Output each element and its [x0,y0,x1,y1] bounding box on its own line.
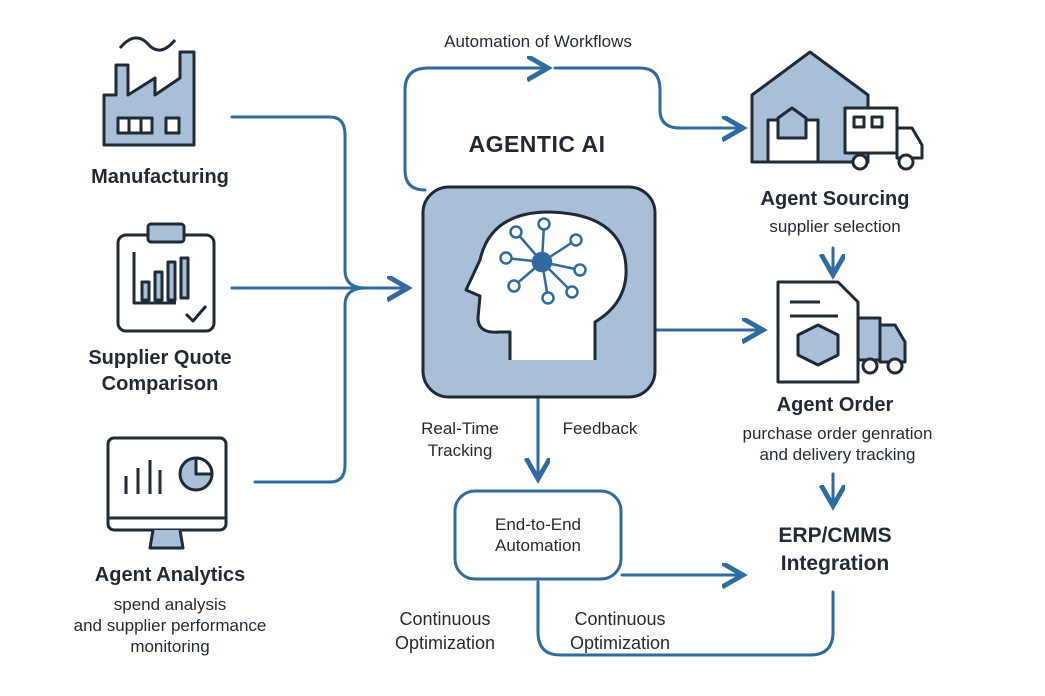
monitor-analytics-icon [106,436,228,550]
erp-title: ERP/CMMS Integration [730,522,940,578]
supplier-quote-line1: Supplier Quote [88,347,232,369]
connector-analytics [253,286,367,484]
manufacturing-title: Manufacturing [91,166,229,188]
automation-box [453,489,623,581]
sourcing-title: Agent Sourcing [760,188,910,210]
analytics-desc: spend analysis and supplier performance … [40,594,300,657]
analytics-desc-line3: monitoring [130,637,210,656]
erp-title-line2: Integration [780,552,890,575]
supplier-quote-line2: Comparison [101,373,219,395]
automation-box-line2: Automation [495,536,581,555]
automation-box-label: End-to-End Automation [455,514,621,556]
realtime-label: Real-Time Tracking [400,418,520,462]
connector-workflows-up [403,68,545,192]
feedback-label: Feedback [562,419,638,438]
clipboard-chart-icon [116,222,216,333]
order-document-truck-icon [776,280,907,384]
realtime-line1: Real-Time [421,419,499,438]
sourcing-desc: supplier selection [769,217,901,236]
optimization-right-line2: Optimization [569,633,671,653]
agentic-ai-title: AGENTIC AI [468,131,606,157]
optimization-right-line1: Continuous [574,609,666,629]
supplier-quote-title: Supplier Quote Comparison [50,345,270,397]
erp-title-line1: ERP/CMMS [778,524,892,547]
realtime-line2: Tracking [427,441,493,460]
optimization-left-line2: Optimization [394,633,496,653]
optimization-left-label: Continuous Optimization [375,607,515,655]
order-desc: purchase order genration and delivery tr… [705,423,970,465]
connector-manufacturing [230,115,367,290]
connector-workflows-right [553,66,740,128]
analytics-desc-line1: spend analysis [113,595,227,614]
neural-network-icon [499,217,587,305]
automation-box-line1: End-to-End [495,515,581,534]
factory-icon [102,36,196,147]
order-desc-line2: and delivery tracking [759,445,916,464]
warehouse-truck-icon [750,50,924,171]
analytics-title: Agent Analytics [94,564,246,586]
workflows-label: Automation of Workflows [444,32,632,51]
optimization-right-label: Continuous Optimization [550,607,690,655]
connector-bottom-loop [536,580,835,657]
optimization-left-line1: Continuous [399,609,491,629]
order-title: Agent Order [776,394,894,416]
order-desc-line1: purchase order genration [742,424,933,443]
analytics-desc-line2: and supplier performance [73,616,267,635]
agentic-ai-box [421,185,657,399]
